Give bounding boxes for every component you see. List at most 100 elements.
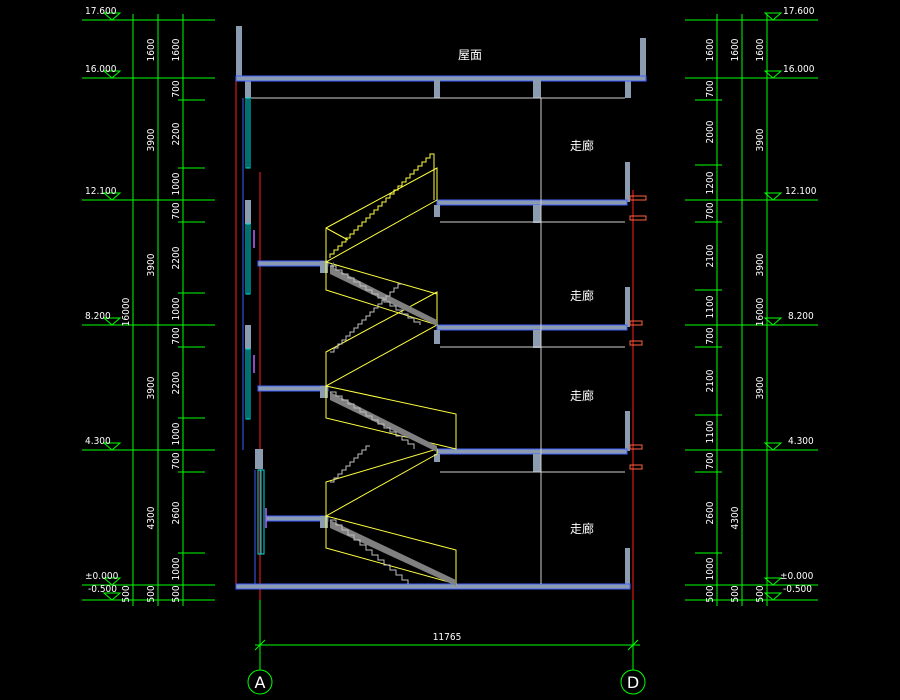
right-detail-dim: 700 <box>705 202 716 219</box>
slab-level-2 <box>436 448 628 455</box>
ground-slab <box>235 583 631 590</box>
right-dim-texts: 1600 700 2000 1200 700 2100 1100 700 210… <box>705 38 766 602</box>
room-label-corridor-3: 走廊 <box>570 288 594 303</box>
level-label-4300-right: 4.300 <box>788 436 814 447</box>
left-detail-dim: 700 <box>171 202 182 219</box>
left-detail-dim: 1000 <box>171 557 182 580</box>
bottom-span-dim: 11765 <box>433 632 462 643</box>
level-label-4300-left: 4.300 <box>85 436 111 447</box>
level-label-17600-left: 17.600 <box>85 6 117 17</box>
axis-label-a: A <box>255 673 266 692</box>
axis-bubbles: A D <box>247 669 646 695</box>
left-detail-dim: 2200 <box>171 371 182 394</box>
right-detail-dim: 700 <box>705 327 716 344</box>
left-floor-dim: 3900 <box>146 376 157 399</box>
landing-2 <box>257 385 329 392</box>
right-balconies <box>629 195 647 470</box>
left-detail-dim: 700 <box>171 452 182 469</box>
left-detail-dim: 700 <box>171 327 182 344</box>
right-floor-dim: 1600 <box>755 38 766 61</box>
beams <box>245 80 541 528</box>
left-floor-dim: 3900 <box>146 253 157 276</box>
left-detail-dim: 2200 <box>171 246 182 269</box>
window-sill-marks <box>253 230 267 528</box>
grid-axis-lines <box>235 80 634 625</box>
axis-bubble-a <box>247 669 273 695</box>
level-label-16000-right: 16.000 <box>783 64 815 75</box>
slab-level-3 <box>436 324 628 331</box>
stair-flight <box>325 167 438 263</box>
right-detail-dim: 2100 <box>705 369 716 392</box>
room-label-corridor-1: 走廊 <box>570 521 594 536</box>
left-level-labels: 17.600 16.000 12.100 8.200 4.300 ±0.000 … <box>85 6 119 595</box>
room-label-roof: 屋面 <box>458 48 482 62</box>
level-label-17600-right: 17.600 <box>783 6 815 17</box>
right-detail-dim: 2600 <box>705 501 716 524</box>
right-detail-dim: 1100 <box>705 295 716 318</box>
stair-flight <box>325 227 349 241</box>
right-detail-dim: 1000 <box>705 557 716 580</box>
left-dimension-block <box>82 12 215 606</box>
right-floor-dim: 3900 <box>755 253 766 276</box>
right-floor-dim: 500 <box>730 585 741 602</box>
left-floor-dim: 1600 <box>146 38 157 61</box>
stair-flight <box>325 385 457 450</box>
right-total-dim: 16000 <box>755 297 766 326</box>
left-windows <box>245 97 265 555</box>
axis-bubble-d <box>620 669 646 695</box>
left-window-frames <box>242 98 256 584</box>
left-detail-dim: 1000 <box>171 172 182 195</box>
level-label-0000-left: ±0.000 <box>85 571 119 582</box>
landing-1 <box>265 515 329 522</box>
stair-steps-upper <box>330 265 421 584</box>
room-labels: 屋面 走廊 走廊 走廊 走廊 <box>458 48 594 536</box>
right-detail-dim: 1600 <box>705 38 716 61</box>
stair-treads <box>330 262 456 586</box>
left-detail-dim: 1600 <box>171 38 182 61</box>
right-floor-dim: 3900 <box>755 376 766 399</box>
left-floor-dim: 500 <box>146 585 157 602</box>
right-detail-dim: 2100 <box>705 244 716 267</box>
room-label-corridor-2: 走廊 <box>570 388 594 403</box>
stair-flight <box>325 291 438 387</box>
left-detail-dim: 2200 <box>171 122 182 145</box>
landing-3 <box>257 260 329 267</box>
right-floor-dim: 1600 <box>730 38 741 61</box>
right-detail-dim: 1200 <box>705 171 716 194</box>
left-dim-texts: 16000 1600 3900 3900 3900 4300 500 500 1… <box>121 38 182 602</box>
left-detail-dim: 700 <box>171 80 182 97</box>
ceiling-lines <box>251 97 625 584</box>
right-level-labels: 17.600 16.000 12.100 8.200 4.300 ±0.000 … <box>780 6 817 595</box>
right-detail-dim: 700 <box>705 452 716 469</box>
right-floor-dim: 3900 <box>755 128 766 151</box>
left-detail-dim: 1000 <box>171 297 182 320</box>
roof-slab <box>235 75 647 82</box>
floor-slabs <box>235 75 647 590</box>
level-label-m0500-left: -0.500 <box>88 584 117 595</box>
right-dimension-block <box>685 12 818 606</box>
level-label-8200-left: 8.200 <box>85 311 111 322</box>
bottom-dimension <box>254 600 640 670</box>
left-detail-dim: 500 <box>171 585 182 602</box>
left-floor-dim: 500 <box>121 585 132 602</box>
level-label-8200-right: 8.200 <box>788 311 814 322</box>
level-label-m0500-right: -0.500 <box>783 584 812 595</box>
walls <box>236 26 646 588</box>
left-detail-dim: 1000 <box>171 422 182 445</box>
slab-level-4 <box>436 199 628 206</box>
right-detail-dim: 500 <box>705 585 716 602</box>
level-label-12100-right: 12.100 <box>785 186 817 197</box>
left-floor-dim: 3900 <box>146 128 157 151</box>
axis-label-d: D <box>627 673 639 692</box>
right-detail-dim: 2000 <box>705 120 716 143</box>
level-label-0000-right: ±0.000 <box>780 571 814 582</box>
stairs <box>325 153 457 585</box>
right-floor-dim: 500 <box>755 585 766 602</box>
room-label-corridor-4: 走廊 <box>570 138 594 153</box>
level-label-16000-left: 16.000 <box>85 64 117 75</box>
right-detail-dim: 700 <box>705 80 716 97</box>
right-floor-dim: 4300 <box>730 506 741 529</box>
left-floor-dim: 4300 <box>146 506 157 529</box>
right-detail-dim: 1100 <box>705 420 716 443</box>
